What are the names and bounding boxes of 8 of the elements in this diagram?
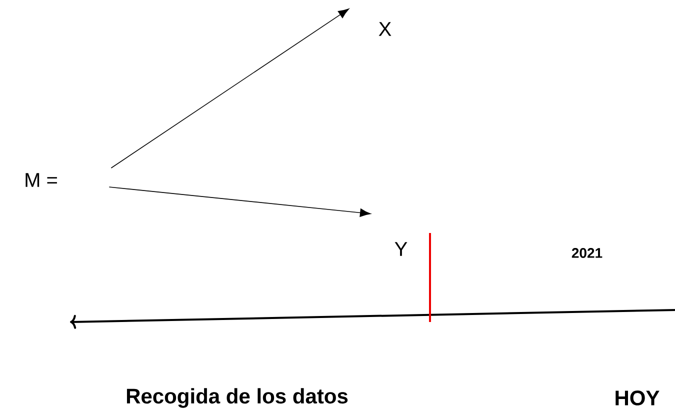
arrow	[108, 186, 371, 217]
timeline-label: Recogida de los datos	[126, 388, 348, 408]
variable-label: Y	[394, 242, 408, 256]
variable-label: M =	[26, 173, 57, 187]
timeline-label: 2021	[572, 248, 602, 258]
variable-label: X	[378, 22, 392, 36]
arrow	[110, 8, 350, 168]
timeline-label: HOY	[616, 390, 660, 406]
